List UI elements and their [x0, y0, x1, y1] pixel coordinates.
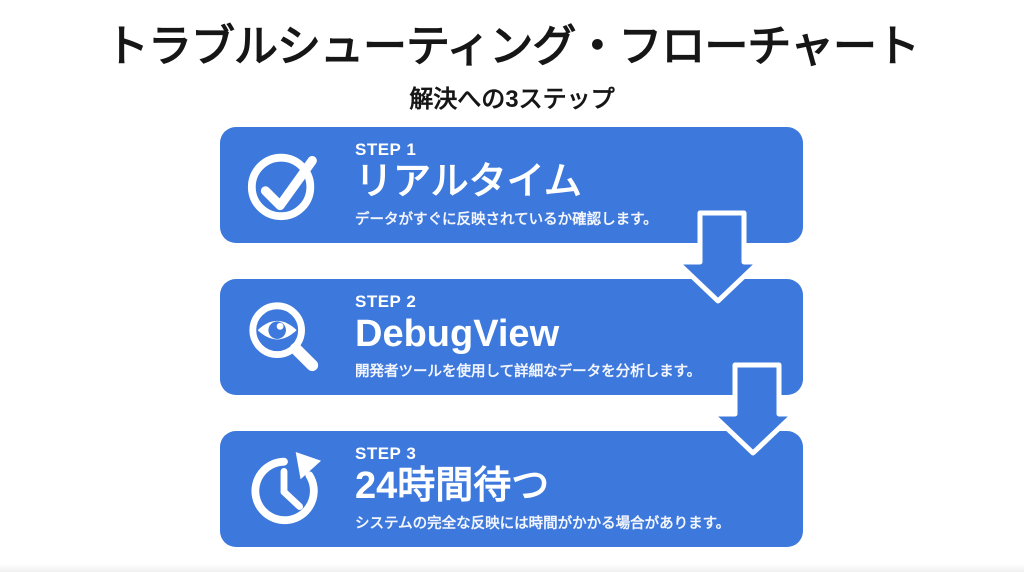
- step-description: データがすぐに反映されているか確認します。: [355, 211, 658, 228]
- page-subtitle: 解決への3ステップ: [409, 86, 615, 113]
- step-1-card: STEP 1 リアルタイム データがすぐに反映されているか確認します。: [220, 127, 803, 243]
- step-heading: 24時間待つ: [355, 465, 550, 508]
- step-3-text: STEP 3 24時間待つ システムの完全な反映には時間がかかる場合があります。: [355, 445, 730, 532]
- bottom-edge-shadow: [0, 564, 1024, 572]
- step-description: システムの完全な反映には時間がかかる場合があります。: [355, 515, 731, 532]
- down-arrow-icon: [674, 210, 762, 304]
- step-heading: リアルタイム: [355, 161, 582, 204]
- step-2-text: STEP 2 DebugView 開発者ツールを使用して詳細なデータを分析します…: [355, 293, 701, 380]
- step-description: 開発者ツールを使用して詳細なデータを分析します。: [355, 363, 702, 380]
- down-arrow-icon: [709, 362, 797, 456]
- step-label: STEP 3: [355, 444, 417, 464]
- check-circle-icon: [247, 153, 317, 221]
- page-title: トラブルシューティング・フローチャート: [105, 22, 920, 71]
- step-2-card: STEP 2 DebugView 開発者ツールを使用して詳細なデータを分析します…: [220, 279, 803, 395]
- step-label: STEP 2: [355, 292, 417, 312]
- step-label: STEP 1: [355, 140, 417, 160]
- step-3-card: STEP 3 24時間待つ システムの完全な反映には時間がかかる場合があります。: [220, 431, 803, 547]
- magnifier-eye-icon: [249, 302, 319, 372]
- step-1-text: STEP 1 リアルタイム データがすぐに反映されているか確認します。: [355, 141, 658, 228]
- clock-history-icon: [251, 451, 322, 525]
- step-heading: DebugView: [355, 313, 560, 356]
